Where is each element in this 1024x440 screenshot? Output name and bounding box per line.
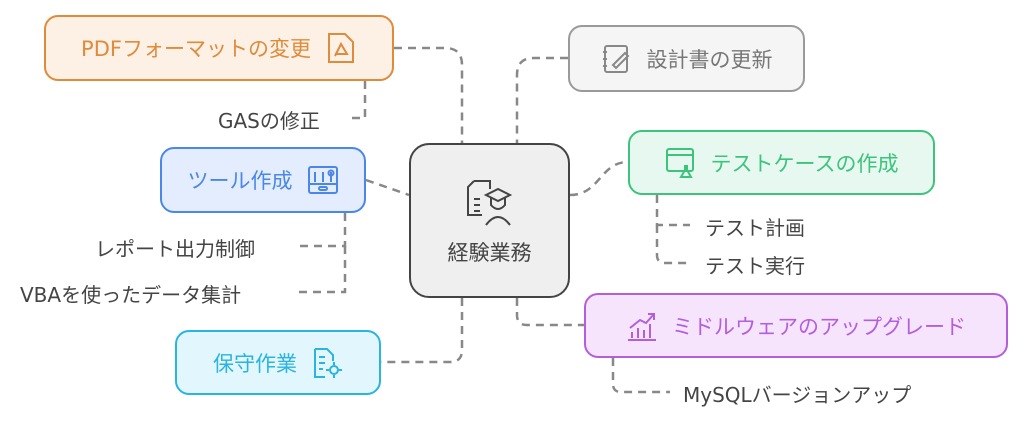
link-testrun — [655, 225, 690, 265]
branch-label: 設計書の更新 — [646, 47, 773, 72]
branch-pdf[interactable]: PDFフォーマットの変更 — [44, 15, 394, 81]
document-graduate-icon — [466, 179, 512, 226]
link-design — [515, 56, 568, 143]
leaf-mysql: MySQLバージョンアップ — [683, 383, 912, 407]
center-node[interactable]: 経験業務 — [409, 143, 570, 298]
link-middleware — [515, 298, 584, 327]
branch-maintenance[interactable]: 保守作業 — [175, 330, 381, 395]
center-label: 経験業務 — [447, 240, 532, 265]
leaf-gas: GASの修正 — [218, 109, 320, 133]
link-mysql — [611, 358, 670, 394]
browser-flask-icon — [665, 147, 694, 178]
toolbox-icon — [307, 166, 338, 194]
link-tool — [365, 178, 410, 197]
branch-label: テストケースの作成 — [710, 151, 899, 176]
link-vba — [298, 246, 347, 294]
link-maintenance — [381, 298, 464, 364]
branch-middleware[interactable]: ミドルウェアのアップグレード — [584, 293, 1008, 358]
link-report — [298, 213, 347, 248]
leaf-report: レポート出力制御 — [95, 237, 255, 261]
branch-label: PDFフォーマットの変更 — [81, 37, 311, 61]
leaf-testrun: テスト実行 — [705, 254, 805, 278]
link-testcase — [569, 160, 629, 197]
branch-design[interactable]: 設計書の更新 — [568, 25, 805, 92]
branch-label: ツール作成 — [187, 169, 293, 193]
growth-chart-icon — [628, 312, 656, 341]
branch-label: ミドルウェアのアップグレード — [672, 314, 966, 339]
branch-label: 保守作業 — [213, 351, 297, 376]
link-gas — [350, 81, 367, 120]
notebook-pen-icon — [602, 44, 629, 73]
link-testplan — [655, 195, 690, 227]
branch-tool[interactable]: ツール作成 — [160, 147, 366, 213]
leaf-testplan: テスト計画 — [705, 216, 805, 240]
leaf-vba: VBAを使ったデータ集計 — [20, 283, 242, 307]
document-gear-icon — [314, 347, 342, 378]
branch-testcase[interactable]: テストケースの作成 — [628, 130, 935, 195]
pdf-icon — [327, 33, 354, 63]
link-pdf — [394, 46, 464, 143]
